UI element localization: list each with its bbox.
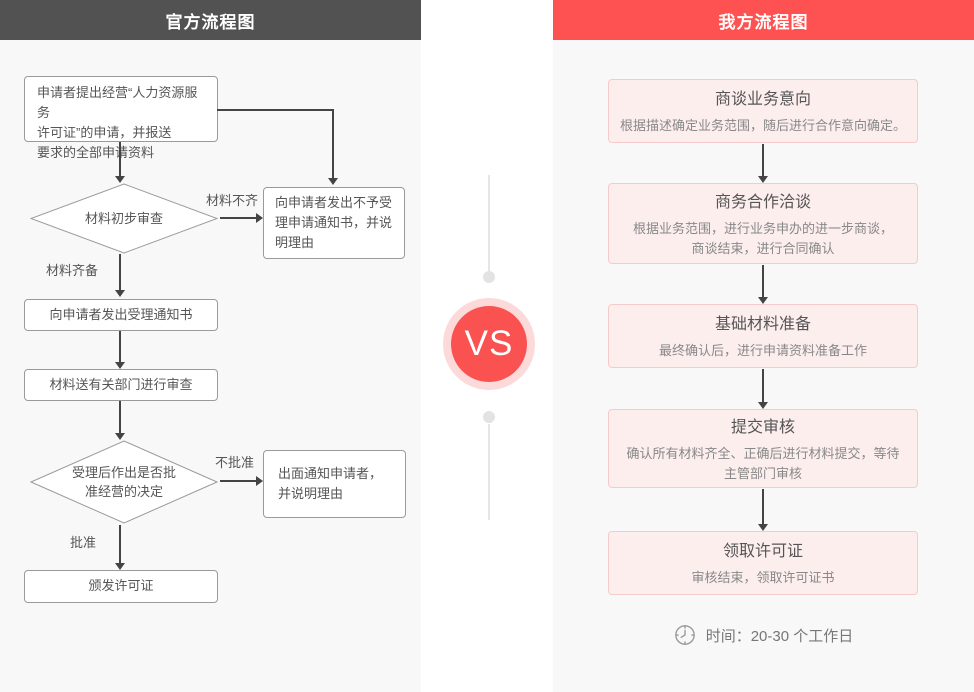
divider-dot-bottom: [483, 411, 495, 423]
divider-dot-top: [483, 271, 495, 283]
edge-label-approved: 批准: [70, 535, 97, 550]
divider-line-top: [488, 175, 490, 271]
arrow-accept-to-dept: [115, 331, 125, 369]
processing-time-text: 时间：20-30 个工作日: [705, 627, 854, 645]
arrow-decision-to-issue: [115, 525, 125, 570]
arrow-dept-to-decision: [115, 401, 125, 440]
arrow-step4-to-step5: [758, 489, 768, 531]
diamond-shape: [30, 183, 218, 254]
clock-icon: [674, 625, 695, 645]
step-desc: 确认所有材料齐全、正确后进行材料提交，等待 主管部门审核: [626, 445, 900, 481]
official-flow-title: 官方流程图: [0, 0, 421, 40]
arrow-step1-to-step2: [758, 144, 768, 183]
node-accept-notice: 向申请者发出受理通知书: [24, 299, 218, 331]
edge-label-materials-complete: 材料齐备: [46, 263, 99, 278]
step-title: 提交审核: [730, 418, 795, 436]
decision-initial-review: 材料初步审查: [30, 183, 218, 254]
divider-line-bottom: [488, 424, 490, 520]
vs-badge: VS: [451, 306, 527, 382]
step-submit-review: 提交审核 确认所有材料齐全、正确后进行材料提交，等待 主管部门审核: [608, 409, 918, 488]
our-flow-title: 我方流程图: [553, 0, 974, 40]
node-dept-review: 材料送有关部门进行审查: [24, 369, 218, 401]
node-apply: 申请者提出经营“人力资源服务 许可证”的申请，并报送 要求的全部申请资料: [24, 76, 218, 160]
step-title: 基础材料准备: [714, 316, 811, 334]
arrow-step3-to-step4: [758, 369, 768, 409]
connector-apply-to-reject-vertical: [328, 110, 338, 185]
official-flow-panel: 官方流程图 申请者提出经营“人力资源服务 许可证”的申请，并报送 要求的全部申请…: [0, 0, 421, 692]
step-desc: 根据业务范围，进行业务申办的进一步商谈， 商谈结束，进行合同确认: [632, 220, 893, 256]
edge-label-materials-incomplete: 材料不齐: [206, 193, 259, 208]
step-desc: 审核结束，领取许可证书: [691, 570, 835, 586]
step-cooperation-talks: 商务合作洽谈 根据业务范围，进行业务申办的进一步商谈， 商谈结束，进行合同确认: [608, 183, 918, 264]
step-desc: 根据描述确定业务范围，随后进行合作意向确定。: [619, 118, 906, 134]
our-flow-panel: 我方流程图 商谈业务意向 根据描述确定业务范围，随后进行合作意向确定。 商务合作…: [553, 0, 974, 692]
processing-time-note: 时间：20-30 个工作日: [553, 624, 974, 646]
decision-approval-label: 受理后作出是否批 准经营的决定: [71, 464, 176, 500]
arrow-review-to-accept: [115, 254, 125, 297]
node-issue-license: 颁发许可证: [24, 570, 218, 603]
decision-initial-review-label: 材料初步审查: [84, 210, 163, 226]
step-title: 商谈业务意向: [714, 91, 811, 109]
arrow-decision-to-refuse: [220, 476, 263, 486]
step-title: 商务合作洽谈: [714, 193, 811, 211]
decision-approval: 受理后作出是否批 准经营的决定: [30, 440, 218, 524]
arrow-step2-to-step3: [758, 265, 768, 304]
connector-apply-to-reject-horizontal: [217, 109, 334, 111]
arrow-apply-to-review: [115, 142, 125, 183]
step-material-preparation: 基础材料准备 最终确认后，进行申请资料准备工作: [608, 304, 918, 368]
step-business-intent: 商谈业务意向 根据描述确定业务范围，随后进行合作意向确定。: [608, 79, 918, 143]
diamond-shape: [30, 440, 218, 524]
step-title: 领取许可证: [722, 543, 803, 561]
vs-badge-halo: VS: [443, 298, 535, 390]
step-desc: 最终确认后，进行申请资料准备工作: [658, 343, 867, 359]
node-reject-notice: 向申请者发出不予受 理申请通知书，并说 明理由: [263, 187, 405, 259]
node-refuse-notice: 出面通知申请者， 并说明理由: [263, 450, 406, 518]
arrow-review-to-reject: [220, 213, 263, 223]
edge-label-not-approved: 不批准: [215, 455, 255, 470]
step-receive-license: 领取许可证 审核结束，领取许可证书: [608, 531, 918, 595]
